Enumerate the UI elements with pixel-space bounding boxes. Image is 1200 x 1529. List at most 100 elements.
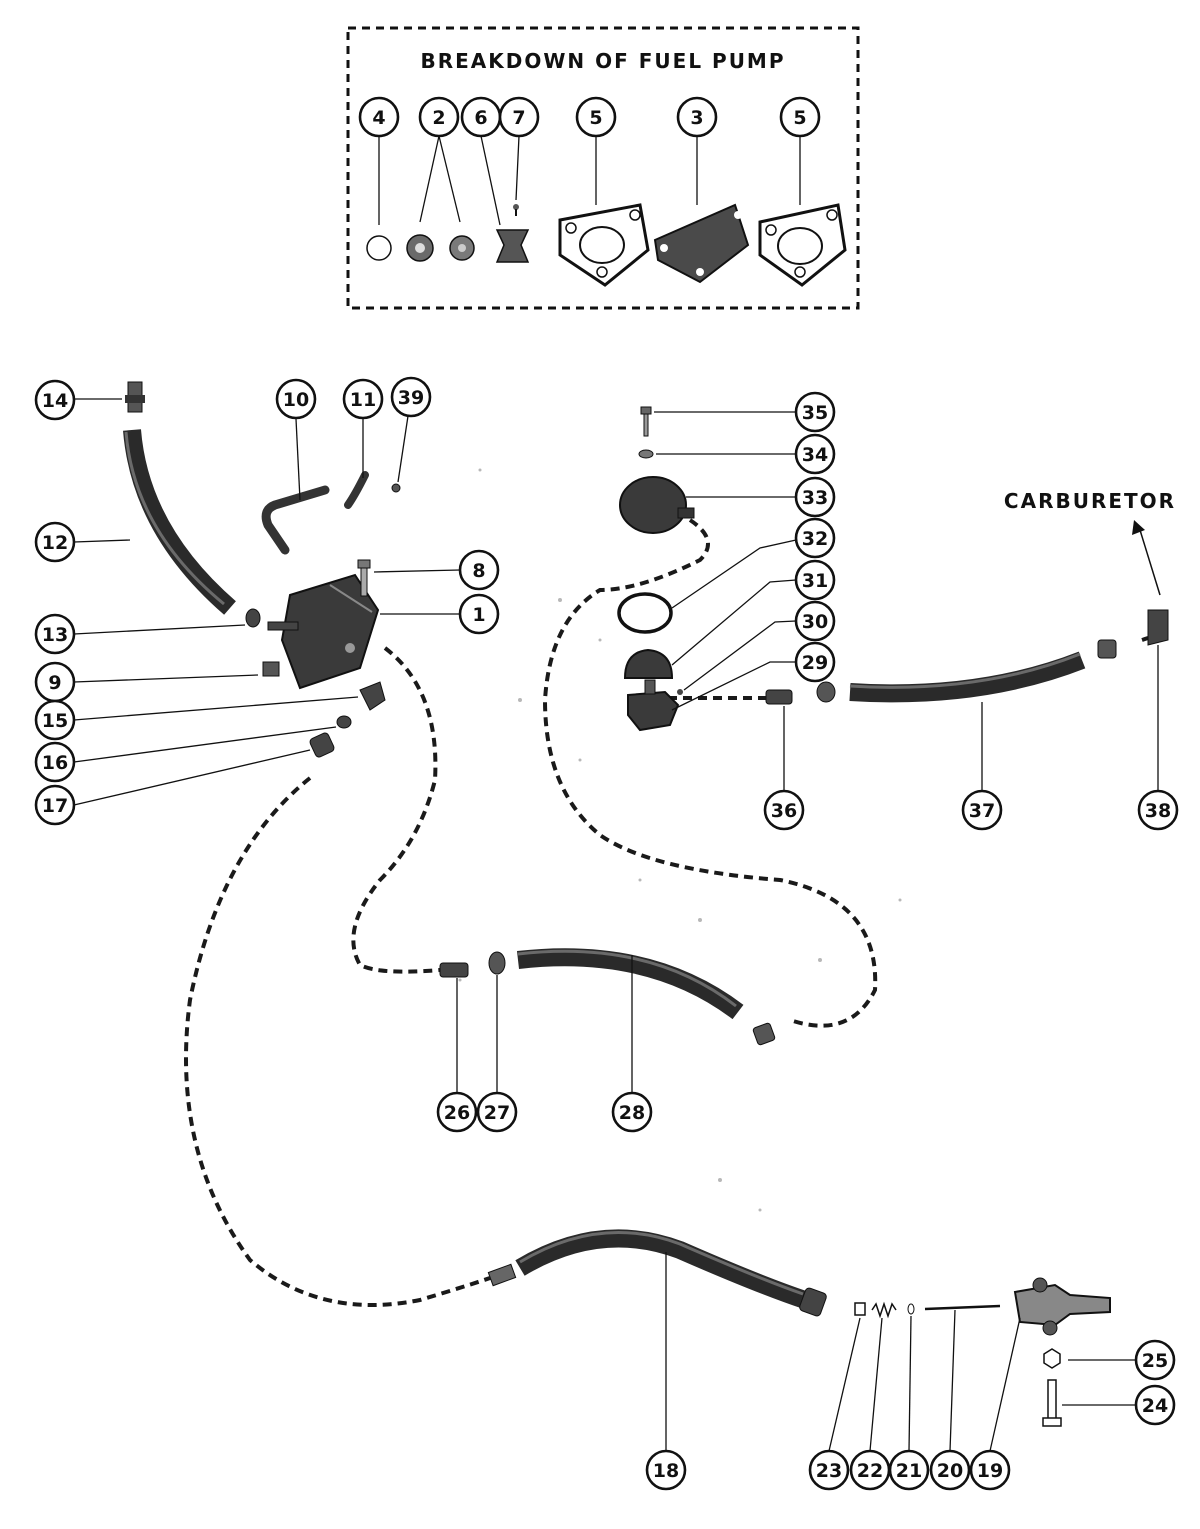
check-valve-icon — [406, 234, 475, 262]
callout-12: 12 — [34, 521, 76, 563]
clamp-13-icon — [245, 608, 261, 628]
svg-text:11: 11 — [350, 389, 376, 411]
nut-25-icon — [1043, 1348, 1061, 1369]
callout-3: 3 — [676, 96, 718, 138]
callout-2: 2 — [418, 96, 460, 138]
breakdown-title: BREAKDOWN OF FUEL PUMP — [420, 49, 785, 73]
callout-8: 8 — [458, 549, 500, 591]
ferrule-icon — [816, 681, 836, 703]
nut-17-icon — [309, 732, 335, 758]
svg-text:5: 5 — [793, 107, 806, 129]
svg-text:26: 26 — [444, 1102, 470, 1124]
gasket-icon — [558, 203, 650, 287]
fitting-9-icon — [262, 661, 280, 677]
ball-21-icon — [907, 1303, 915, 1315]
callout-20: 20 — [929, 1449, 971, 1491]
svg-text:7: 7 — [512, 107, 525, 129]
callout-24: 24 — [1134, 1384, 1176, 1426]
breakdown-dashed-border — [346, 26, 860, 310]
elbow-15-icon — [359, 681, 386, 711]
callout-34: 34 — [794, 433, 836, 475]
svg-text:36: 36 — [771, 800, 797, 822]
callout-18: 18 — [645, 1449, 687, 1491]
callout-28: 28 — [611, 1091, 653, 1133]
ferrule-27-icon — [488, 951, 506, 975]
svg-text:21: 21 — [896, 1460, 922, 1482]
svg-text:12: 12 — [42, 532, 68, 554]
callout-11: 11 — [342, 378, 384, 420]
callout-23: 23 — [808, 1449, 850, 1491]
ferrule-23-icon — [854, 1302, 866, 1316]
callout-14: 14 — [34, 379, 76, 421]
fuel-line-12-icon — [123, 429, 236, 615]
callout-33: 33 — [794, 476, 836, 518]
callout-15: 15 — [34, 699, 76, 741]
callout-16: 16 — [34, 741, 76, 783]
callout-35: 35 — [794, 391, 836, 433]
svg-text:5: 5 — [589, 107, 602, 129]
svg-text:13: 13 — [42, 624, 68, 646]
gasket-32-icon — [617, 592, 673, 634]
callout-30: 30 — [794, 600, 836, 642]
elbow-tube-10-icon — [261, 485, 330, 555]
ferrule-16-icon — [336, 715, 352, 729]
svg-text:14: 14 — [42, 390, 68, 412]
svg-text:16: 16 — [42, 752, 68, 774]
callout-21: 21 — [888, 1449, 930, 1491]
svg-text:33: 33 — [802, 487, 828, 509]
svg-text:20: 20 — [937, 1460, 963, 1482]
callout-9: 9 — [34, 661, 76, 703]
svg-text:37: 37 — [969, 800, 995, 822]
elbow-11-icon — [344, 471, 369, 509]
elbow-38-icon — [1147, 609, 1169, 646]
svg-text:2: 2 — [432, 107, 445, 129]
svg-text:3: 3 — [690, 107, 703, 129]
svg-text:28: 28 — [619, 1102, 645, 1124]
screw-icon — [513, 204, 519, 216]
svg-text:1: 1 — [472, 604, 485, 626]
svg-text:15: 15 — [42, 710, 68, 732]
fuel-line-28-icon — [516, 948, 744, 1020]
bolt-24-icon — [1042, 1379, 1062, 1427]
fuel-line-18-icon — [487, 1229, 827, 1317]
svg-text:10: 10 — [283, 389, 309, 411]
connector-26-icon — [439, 962, 469, 978]
callout-7: 7 — [498, 96, 540, 138]
callout-29: 29 — [794, 641, 836, 683]
rod-20-icon — [924, 1304, 1001, 1311]
callout-25: 25 — [1134, 1339, 1176, 1381]
callout-19: 19 — [969, 1449, 1011, 1491]
callout-27: 27 — [476, 1091, 518, 1133]
retainer-icon — [495, 229, 530, 263]
svg-text:29: 29 — [802, 652, 828, 674]
nut-icon — [1097, 639, 1117, 659]
hose-routing-dashes — [184, 518, 1149, 1307]
svg-text:18: 18 — [653, 1460, 679, 1482]
svg-text:19: 19 — [977, 1460, 1003, 1482]
svg-text:39: 39 — [398, 387, 424, 409]
spring-22-icon — [871, 1301, 897, 1319]
svg-text:9: 9 — [48, 672, 61, 694]
fuel-pump-1-icon — [267, 573, 380, 690]
check-valve-disc-icon — [366, 235, 392, 261]
screw-39-icon — [391, 483, 401, 493]
fitting-14-icon — [125, 381, 145, 413]
callout-31: 31 — [794, 559, 836, 601]
callout-17: 17 — [34, 784, 76, 826]
gasket-icon — [758, 203, 847, 287]
svg-text:31: 31 — [802, 570, 828, 592]
screw-35-icon — [640, 406, 652, 437]
svg-text:6: 6 — [474, 107, 487, 129]
tank-fitting-19-icon — [1013, 1277, 1111, 1336]
callout-37: 37 — [961, 789, 1003, 831]
svg-text:8: 8 — [472, 560, 485, 582]
callout-5b: 5 — [779, 96, 821, 138]
fuel-pump-breakdown-box: BREAKDOWN OF FUEL PUMP 4 2 6 7 5 3 5 — [346, 26, 860, 310]
callout-39: 39 — [390, 376, 432, 418]
washer-34-icon — [638, 449, 654, 459]
svg-text:30: 30 — [802, 611, 828, 633]
callout-38: 38 — [1137, 789, 1179, 831]
callout-6: 6 — [460, 96, 502, 138]
